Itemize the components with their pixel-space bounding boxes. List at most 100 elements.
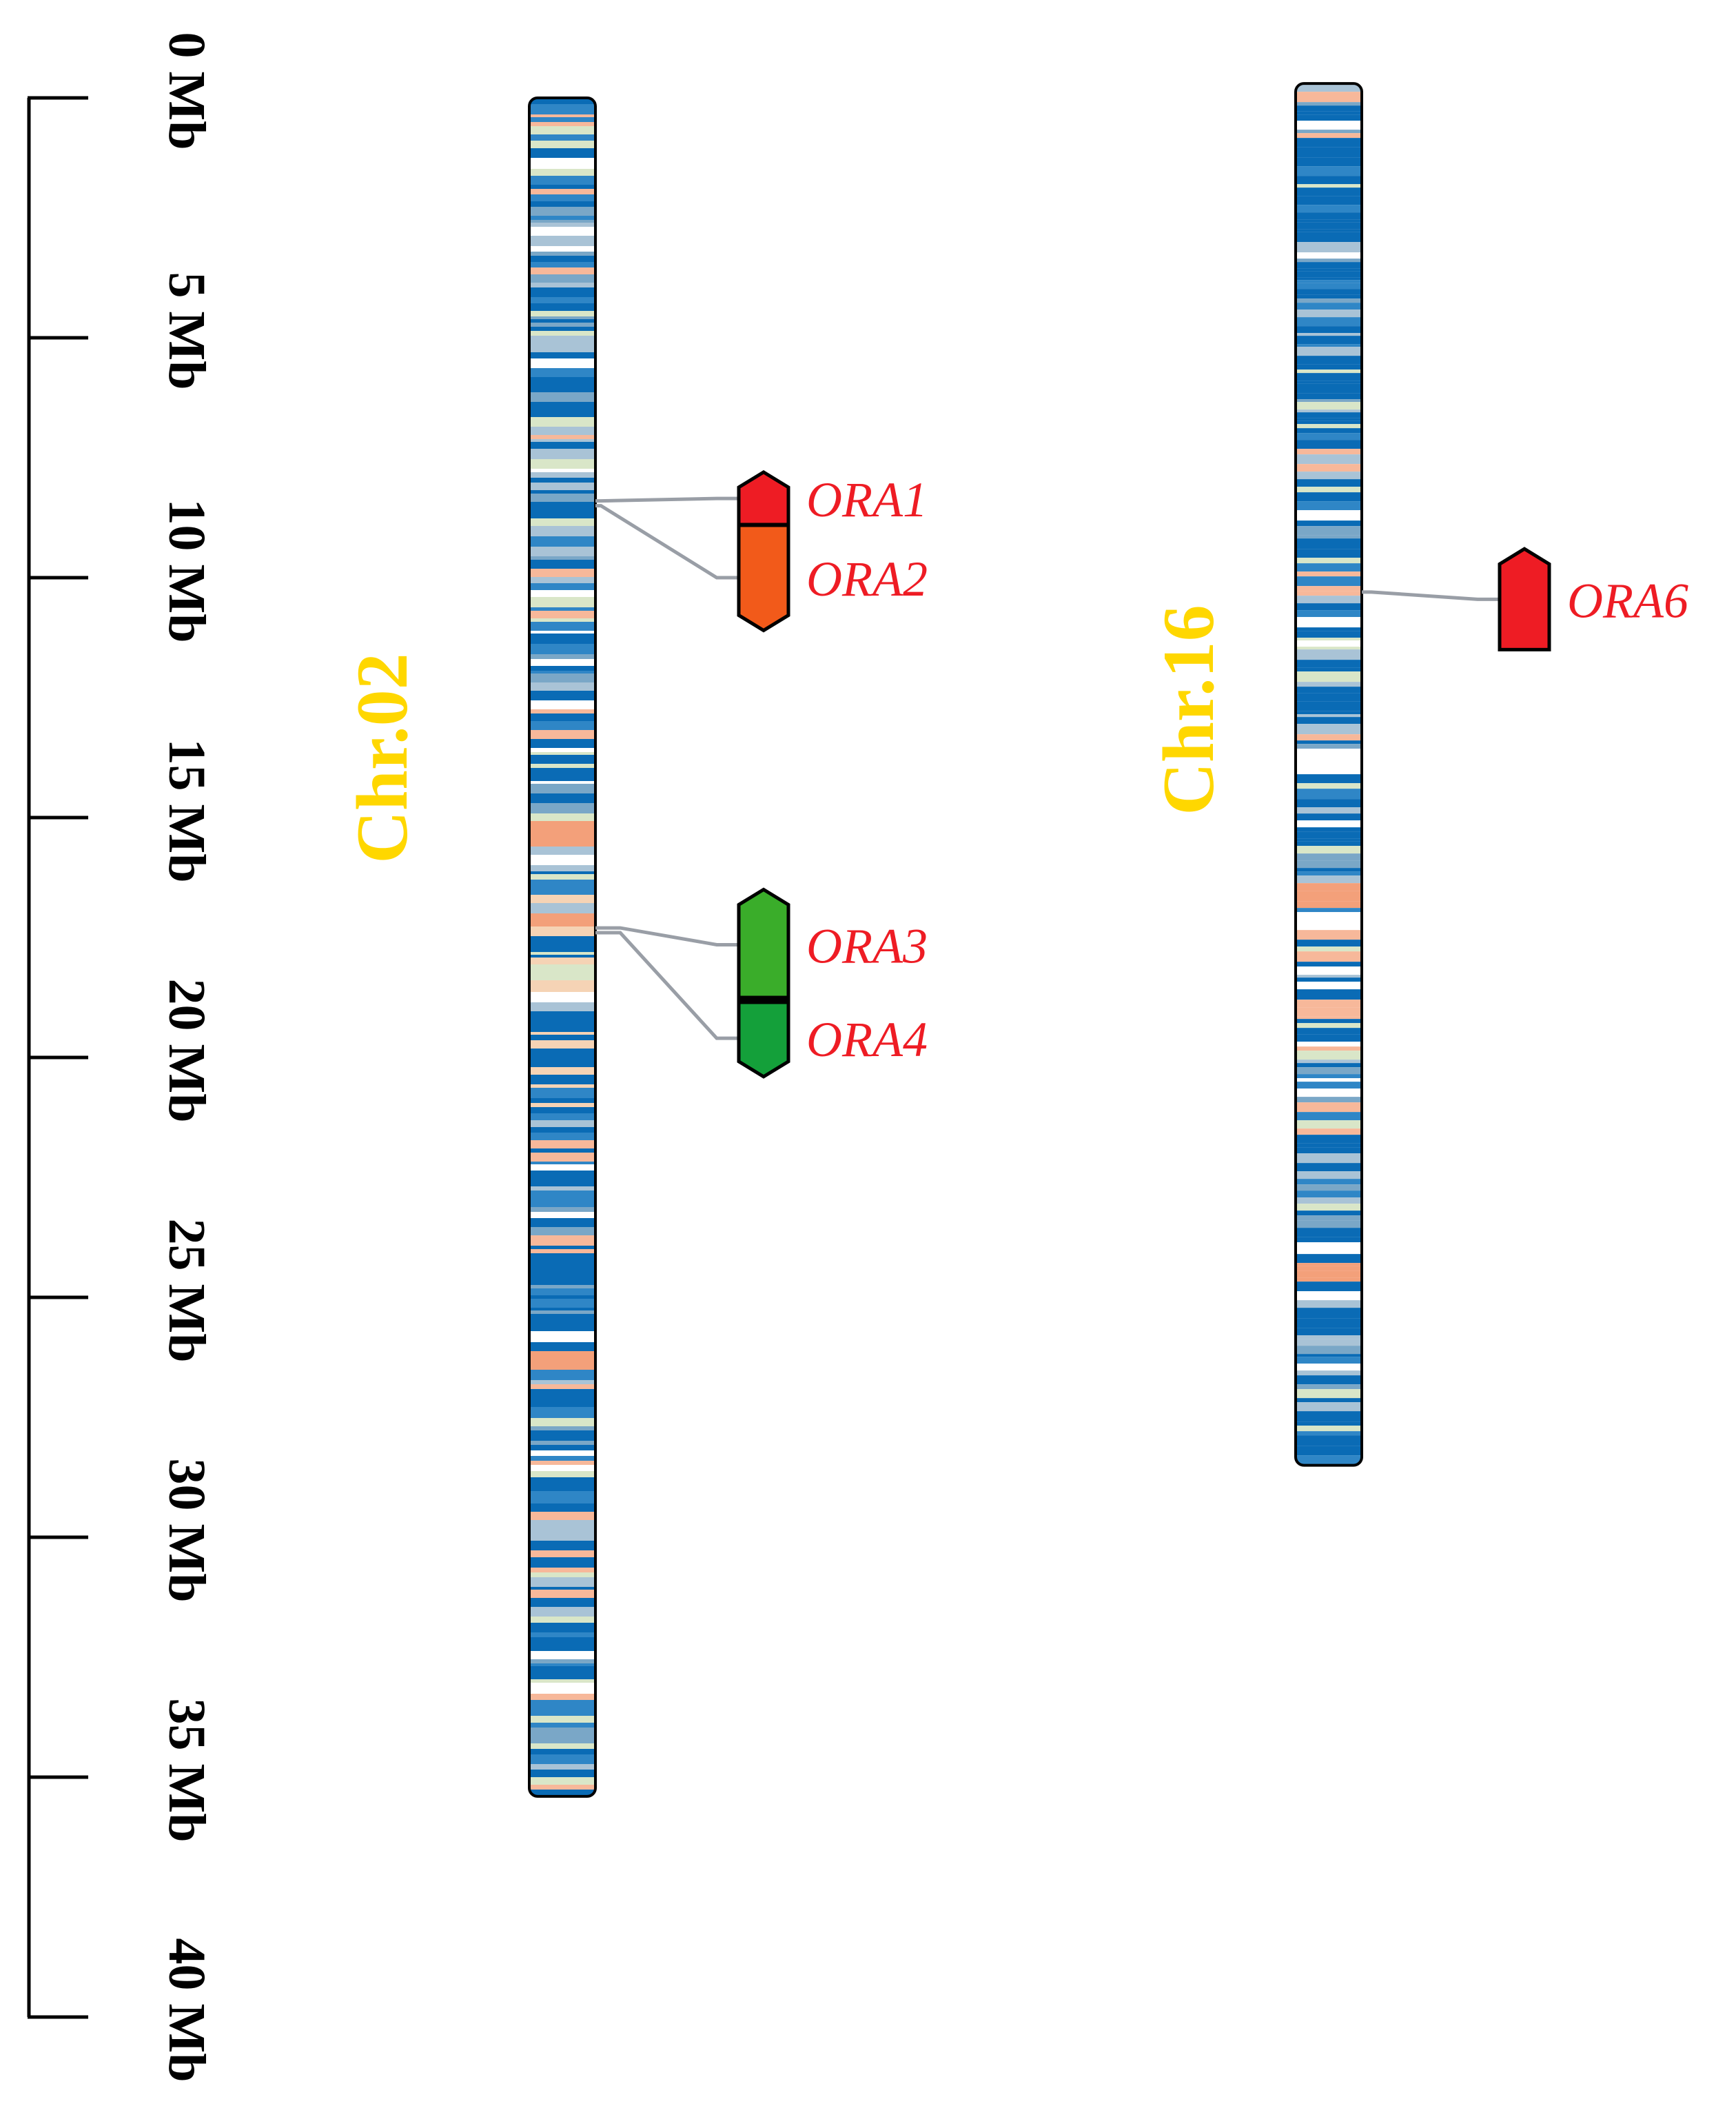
density-band: [1296, 317, 1362, 327]
density-band: [1296, 1023, 1362, 1029]
density-band: [529, 189, 595, 194]
density-band: [1296, 1431, 1362, 1436]
density-band: [1296, 1179, 1362, 1185]
density-band: [529, 1541, 595, 1546]
density-band: [529, 700, 595, 709]
density-band: [1296, 538, 1362, 549]
density-band: [1296, 105, 1362, 112]
density-band: [529, 466, 595, 469]
density-band: [529, 439, 595, 442]
density-band: [1296, 1228, 1362, 1237]
density-band: [529, 1694, 595, 1700]
density-band: [1296, 433, 1362, 440]
density-band: [529, 958, 595, 964]
density-band: [1296, 714, 1362, 718]
density-band: [529, 842, 595, 847]
density-band: [1296, 326, 1362, 334]
density-band: [529, 644, 595, 654]
density-band: [1296, 912, 1362, 918]
density-band: [529, 1550, 595, 1557]
density-band: [1296, 310, 1362, 318]
density-band: [1296, 871, 1362, 876]
density-band: [529, 752, 595, 755]
density-band: [529, 1450, 595, 1456]
density-band: [1296, 222, 1362, 230]
density-band: [529, 919, 595, 926]
density-band: [1296, 962, 1362, 967]
density-band: [1296, 586, 1362, 591]
density-band: [529, 1140, 595, 1148]
density-band: [1296, 749, 1362, 760]
density-band: [529, 1499, 595, 1503]
density-band: [1296, 603, 1362, 611]
density-band: [1296, 774, 1362, 784]
density-band: [529, 607, 595, 611]
density-band: [529, 1743, 595, 1749]
density-band: [529, 671, 595, 673]
density-band: [1296, 638, 1362, 641]
density-band: [1296, 831, 1362, 839]
density-band: [1296, 917, 1362, 924]
density-band: [529, 1374, 595, 1380]
density-band: [529, 721, 595, 730]
density-band: [529, 847, 595, 855]
density-band: [529, 895, 595, 903]
density-band: [529, 386, 595, 392]
density-band: [1296, 701, 1362, 711]
density-band: [529, 1049, 595, 1053]
density-band: [529, 871, 595, 874]
density-band: [529, 1107, 595, 1113]
density-band: [1296, 381, 1362, 384]
density-band: [1296, 229, 1362, 232]
density-band: [529, 223, 595, 227]
density-band: [529, 1557, 595, 1568]
density-band: [529, 216, 595, 220]
density-band: [1296, 232, 1362, 243]
density-band: [529, 611, 595, 618]
density-band: [529, 755, 595, 764]
density-band: [1296, 303, 1362, 310]
scale-tick-label: 40 Mb: [158, 1938, 216, 2083]
density-band: [529, 1734, 595, 1743]
density-band: [529, 784, 595, 793]
density-band: [529, 392, 595, 402]
gene-block-ora1: [737, 469, 790, 527]
chromosome-chr16: Chr.16: [1148, 82, 1363, 1467]
density-band: [529, 114, 595, 117]
density-band: [529, 287, 595, 297]
density-band: [1296, 1204, 1362, 1211]
density-band: [529, 1679, 595, 1683]
density-band: [529, 622, 595, 631]
density-band: [529, 303, 595, 307]
density-band: [529, 1253, 595, 1259]
density-band: [529, 1384, 595, 1389]
density-band: [1296, 1191, 1362, 1198]
density-band: [529, 781, 595, 784]
density-band: [1296, 813, 1362, 821]
scale-tick-label: 0 Mb: [158, 32, 216, 150]
chromosome-bands-chr16: [1296, 83, 1362, 1466]
density-band: [529, 1666, 595, 1672]
density-band: [529, 1035, 595, 1040]
density-band: [529, 1032, 595, 1035]
density-band: [529, 880, 595, 886]
chromosome-bands-chr02: [529, 98, 595, 1796]
density-band: [529, 1461, 595, 1465]
density-band: [1296, 1251, 1362, 1255]
density-band: [529, 855, 595, 865]
density-band: [529, 358, 595, 368]
density-band: [1296, 1147, 1362, 1154]
density-band: [529, 1456, 595, 1461]
density-band: [1296, 649, 1362, 660]
density-band: [529, 1088, 595, 1098]
density-band: [1296, 1143, 1362, 1148]
gene-block-ora2: [737, 523, 790, 633]
density-band: [1296, 1455, 1362, 1465]
density-band: [529, 377, 595, 386]
density-band: [529, 1389, 595, 1397]
density-band: [529, 435, 595, 439]
density-band: [1296, 298, 1362, 303]
density-band: [529, 1598, 595, 1607]
density-band: [529, 1520, 595, 1527]
density-band: [529, 1777, 595, 1785]
